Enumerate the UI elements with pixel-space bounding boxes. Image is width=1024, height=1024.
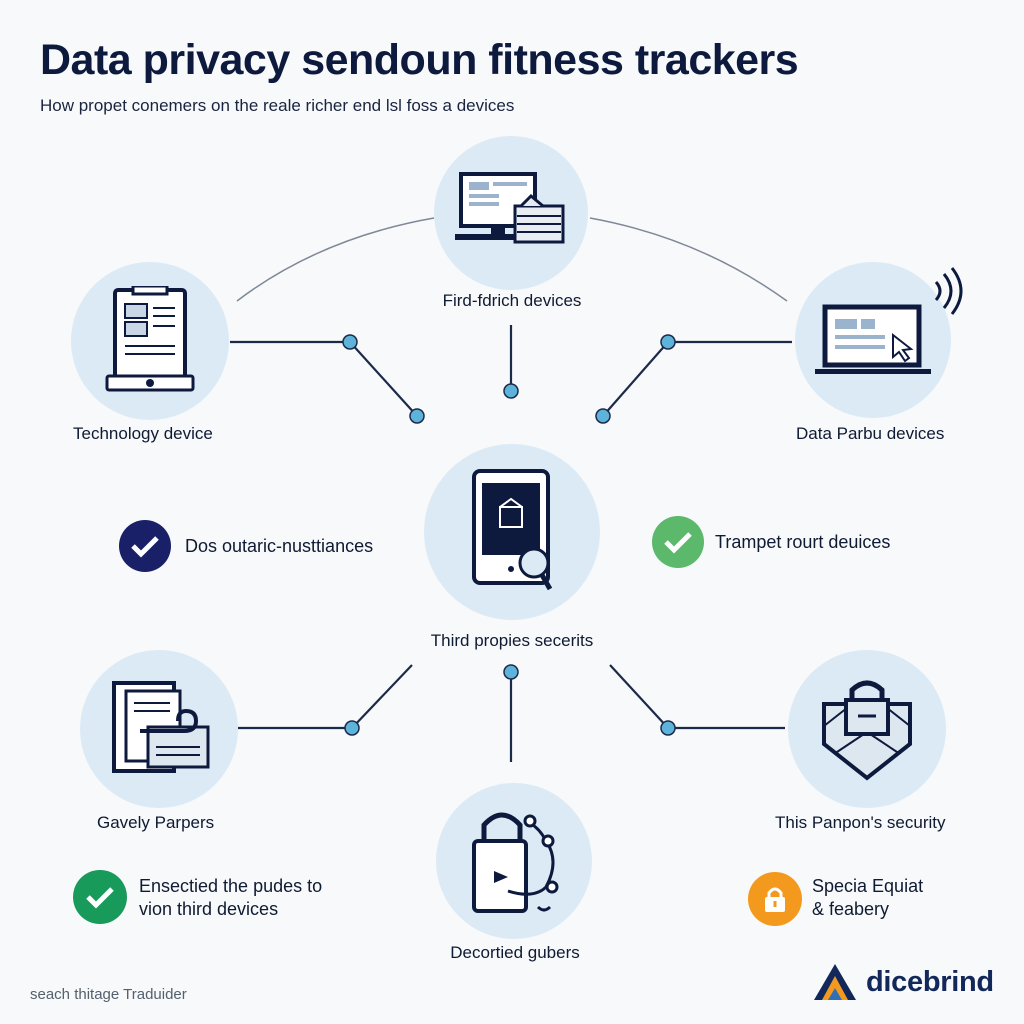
node-left-bottom [80, 650, 238, 808]
smartphone-magnifier-icon [472, 469, 553, 591]
wireless-signal-icon [934, 267, 963, 315]
callout-line: vion third devices [139, 899, 279, 919]
page-subtitle: How propet conemers on the reale richer … [40, 96, 515, 115]
node-dot [344, 720, 360, 736]
node-left-top [71, 262, 229, 420]
padlock-chain-icon [472, 812, 559, 913]
node-right-top [795, 262, 951, 418]
callout-left-mid: Dos outaric-nusttiances [185, 536, 374, 556]
tablet-device-icon [105, 286, 195, 392]
node-dot [660, 720, 676, 736]
node-label-center: Third propies secerits [430, 631, 594, 650]
check-circle-icon [73, 870, 127, 924]
brand-mark-icon [814, 964, 856, 1000]
node-right-bottom [788, 650, 946, 808]
connector-right-bottom-d [609, 664, 669, 729]
node-dot [503, 664, 519, 680]
node-label-right-bottom: This Panpon's security [775, 813, 946, 832]
callout-right-low: Specia Equiat & feabery [812, 875, 923, 921]
laptop-icon [815, 304, 931, 374]
node-label-top-center: Fird-fdrich devices [442, 291, 582, 310]
desktop-computer-icon [455, 172, 565, 244]
brand-name: dicebrind [866, 965, 994, 998]
brand-logo: dicebrind [812, 962, 994, 1002]
node-center [424, 444, 600, 620]
node-label-bottom-center: Decortied gubers [450, 943, 580, 962]
top-arc-right [589, 217, 788, 302]
page-title: Data privacy sendoun fitness trackers [40, 36, 799, 84]
node-dot [409, 408, 425, 424]
node-label-left-top: Technology device [73, 424, 213, 443]
connector-left-bottom-d [351, 664, 413, 729]
node-dot [660, 334, 676, 350]
node-dot [595, 408, 611, 424]
node-dot [342, 334, 358, 350]
document-stack-icon [112, 681, 210, 773]
footer-caption: seach thitage Traduider [30, 986, 187, 1003]
connector-left-top-d [349, 341, 418, 417]
node-bottom-center [436, 783, 592, 939]
node-top-center [434, 136, 588, 290]
callout-line: & feabery [812, 899, 890, 919]
callout-right-mid: Trampet rourt deuices [715, 532, 891, 552]
node-label-right-top: Data Parbu devices [796, 424, 945, 443]
node-dot [503, 383, 519, 399]
connector-right-top-d [602, 341, 669, 417]
top-arc-left [236, 217, 435, 302]
check-circle-icon [652, 516, 704, 568]
node-label-left-bottom: Gavely Parpers [97, 813, 215, 832]
check-circle-icon [119, 520, 171, 572]
callout-line: Specia Equiat [812, 876, 924, 896]
callout-line: Ensectied the pudes to [139, 876, 323, 896]
padlock-shield-icon [822, 680, 912, 781]
lock-icon [748, 872, 802, 926]
callout-left-low: Ensectied the pudes to vion third device… [139, 875, 322, 921]
